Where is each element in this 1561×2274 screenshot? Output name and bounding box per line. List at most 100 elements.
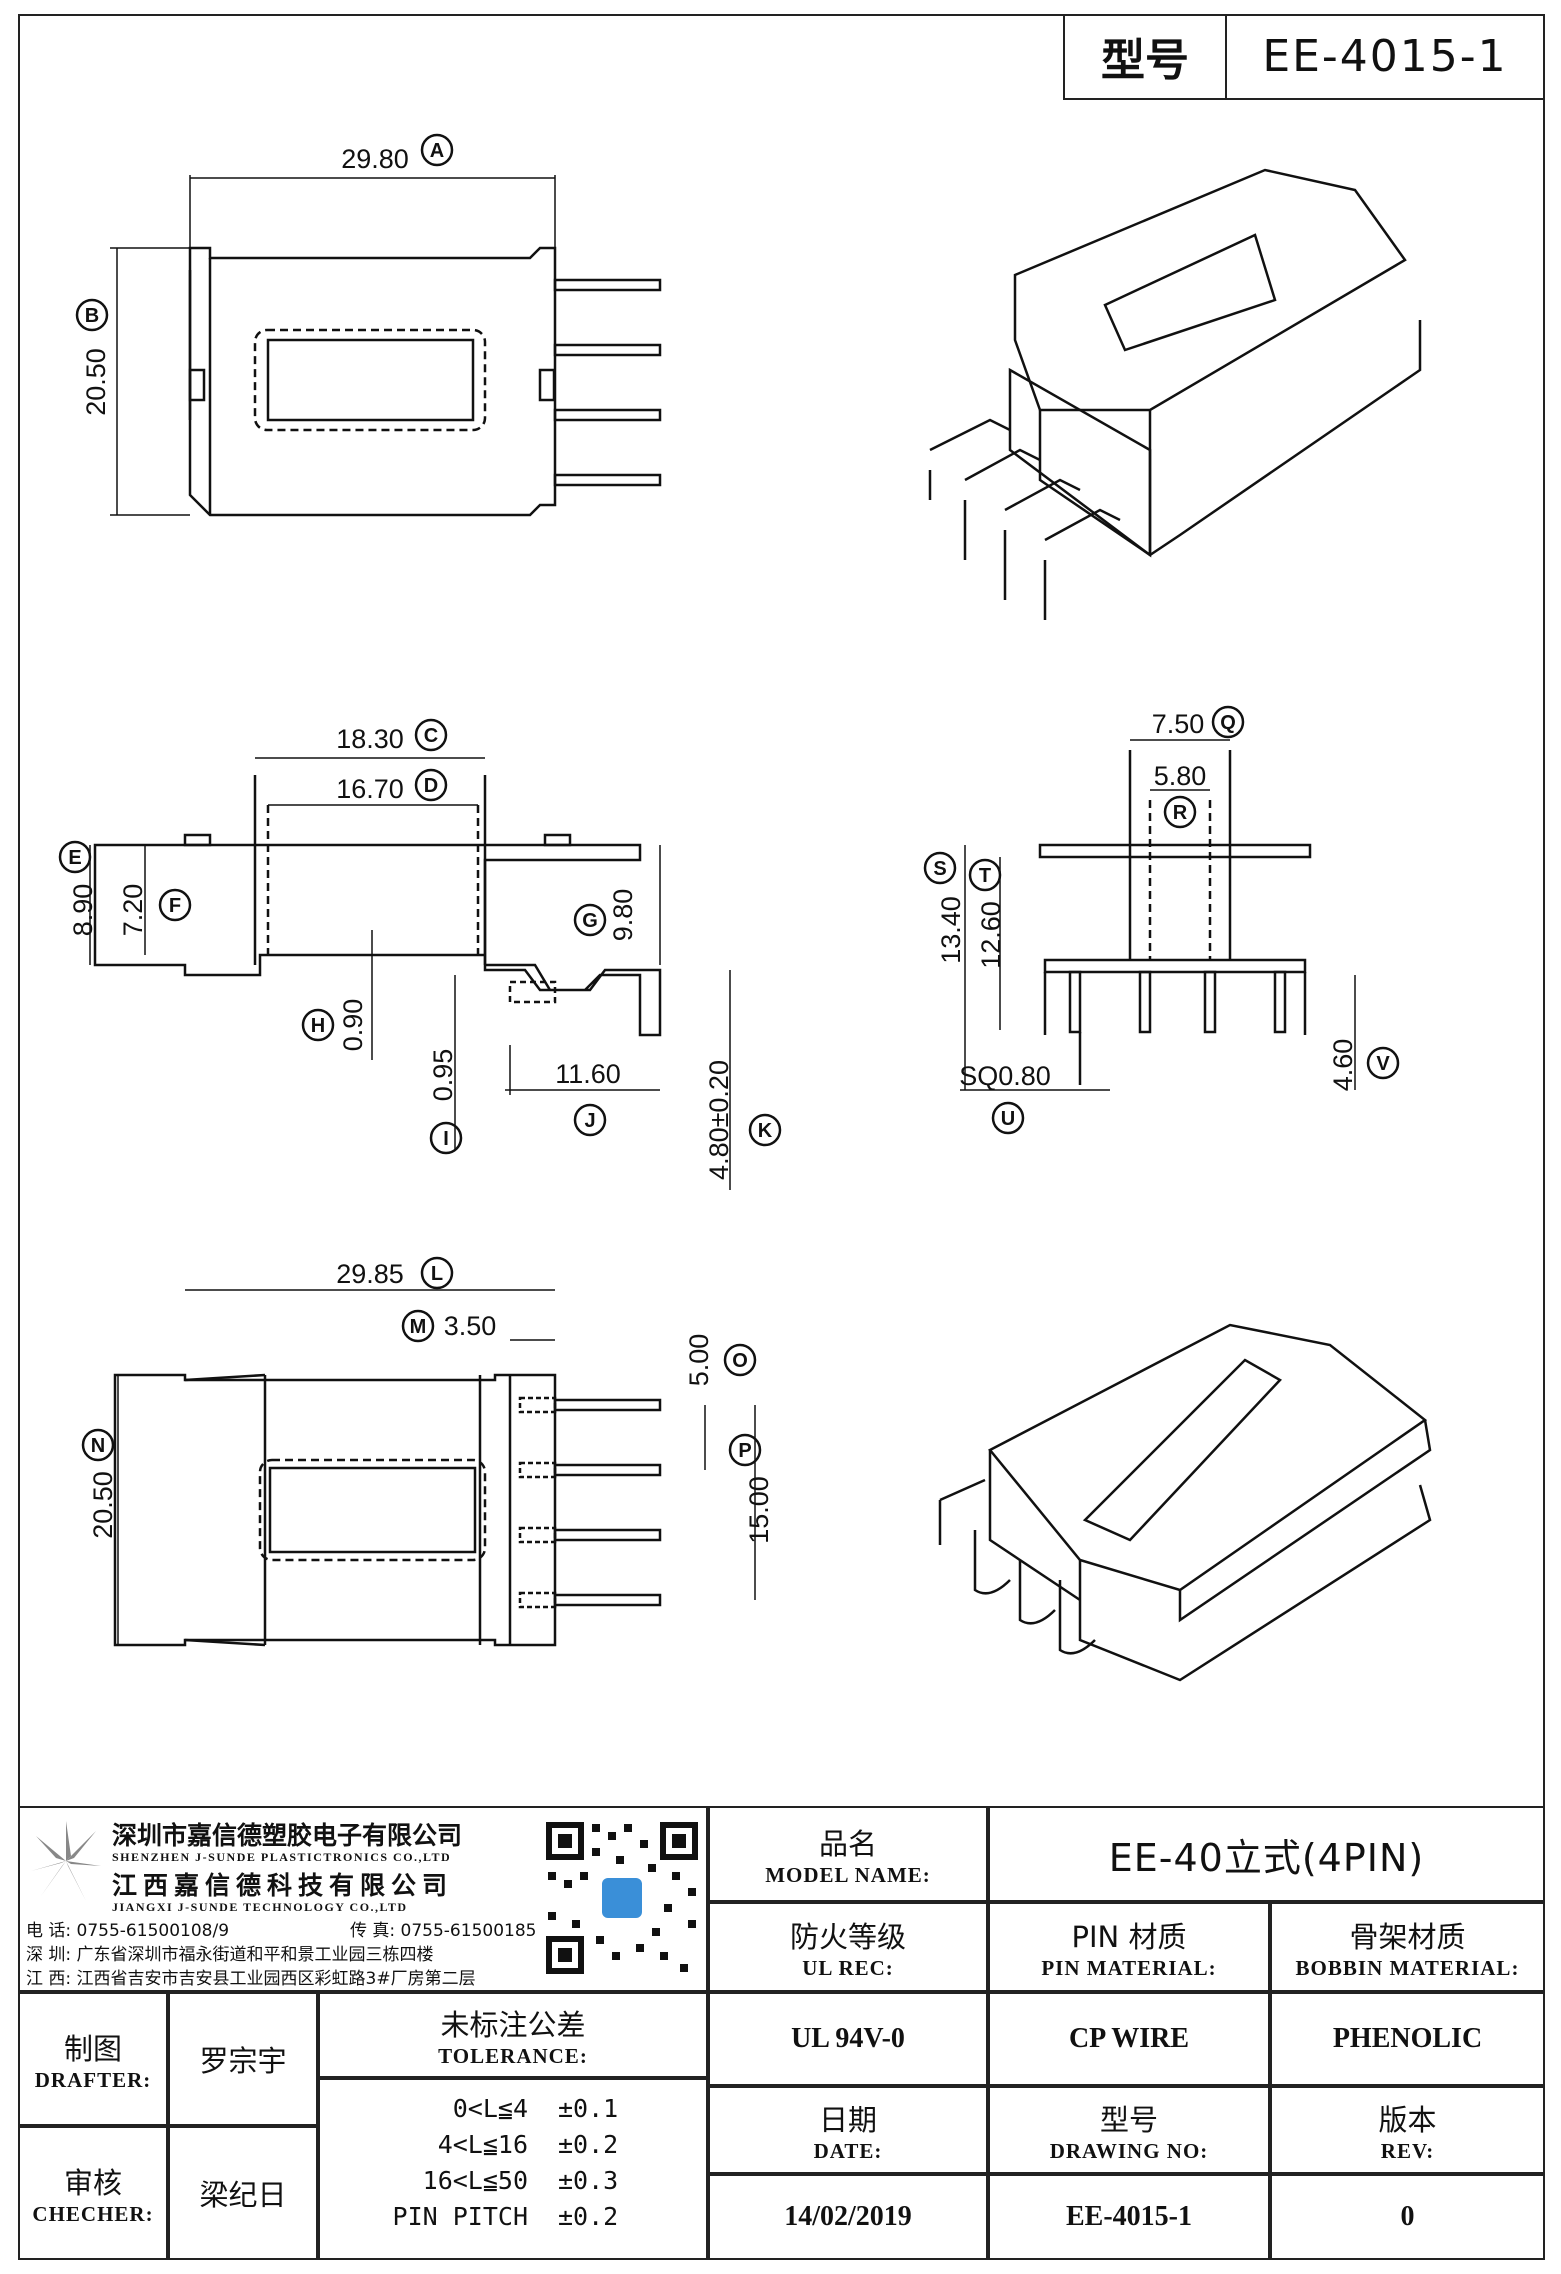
bobbin-label-cell: 骨架材质 BOBBIN MATERIAL:: [1270, 1902, 1545, 1992]
tolerance-value-2: ±0.3: [558, 2166, 619, 2195]
dim-n: 20.50: [88, 1471, 118, 1539]
svg-text:S: S: [933, 858, 946, 880]
tolerance-en: TOLERANCE:: [438, 2043, 588, 2068]
svg-text:B: B: [85, 305, 99, 327]
company-address-shenzhen: 深 圳: 广东省深圳市福永街道和平和景工业园三栋四楼: [26, 1945, 434, 1965]
isometric-view-bottom: [938, 1323, 1432, 1682]
tolerance-cn: 未标注公差: [440, 2007, 586, 2042]
date-en: DATE:: [813, 2138, 883, 2163]
title-block: 深圳市嘉信德塑胶电子有限公司 SHENZHEN J-SUNDE PLASTICT…: [18, 1806, 1545, 2260]
model-name-value: EE-40立式(4PIN): [1108, 1835, 1425, 1880]
svg-text:O: O: [732, 1350, 748, 1372]
svg-text:E: E: [68, 847, 81, 869]
svg-text:R: R: [1173, 802, 1188, 824]
dim-e: 8.90: [68, 884, 98, 937]
bobbin-value-cell: PHENOLIC: [1270, 1992, 1545, 2086]
pin-value: CP WIRE: [1068, 2023, 1190, 2054]
company-name-en-2: JIANGXI J-SUNDE TECHNOLOGY CO.,LTD: [112, 1900, 408, 1914]
svg-text:H: H: [311, 1015, 325, 1037]
company-phone: 电 话: 0755-61500108/9: [26, 1921, 230, 1941]
date-cn: 日期: [818, 2102, 877, 2137]
checker-en: CHECHER:: [32, 2201, 154, 2226]
checker-value-cell: 梁纪日: [168, 2126, 318, 2260]
dim-r: 5.80: [1154, 761, 1207, 791]
drawing-cn: 型号: [1099, 2102, 1158, 2137]
svg-text:G: G: [582, 910, 598, 932]
side-view: [960, 739, 1356, 1091]
rev-cn: 版本: [1378, 2102, 1437, 2137]
svg-text:J: J: [584, 1110, 595, 1132]
drawing-no-value-cell: EE-4015-1: [988, 2174, 1270, 2260]
company-address-jiangxi: 江 西: 江西省吉安市吉安县工业园西区彩虹路3#厂房第二层: [26, 1969, 476, 1989]
dim-t: 12.60: [976, 901, 1006, 969]
svg-text:C: C: [424, 725, 438, 747]
svg-text:I: I: [443, 1128, 449, 1150]
bottom-view: [113, 1289, 756, 1647]
tolerance-range-0: 0<L≦4: [452, 2094, 528, 2123]
bobbin-en: BOBBIN MATERIAL:: [1295, 1955, 1520, 1980]
bobbin-value: PHENOLIC: [1332, 2023, 1483, 2054]
tolerance-label-cell: 未标注公差 TOLERANCE:: [318, 1992, 708, 2078]
date-value: 14/02/2019: [784, 2201, 912, 2232]
dim-a: 29.80: [341, 144, 409, 174]
ul-en: UL REC:: [802, 1955, 894, 1980]
technical-drawing: AB CD EF GH IJ KL MN OP QR ST UV 29.80 2…: [58, 133, 1432, 1682]
rev-value: 0: [1400, 2201, 1415, 2232]
dim-u: SQ0.80: [959, 1061, 1051, 1091]
tolerance-table: [318, 2078, 708, 2260]
isometric-view-top: [928, 168, 1422, 620]
bobbin-cn: 骨架材质: [1349, 1919, 1466, 1954]
model-label: 型号: [1065, 14, 1227, 98]
dim-v: 4.60: [1328, 1039, 1358, 1092]
svg-text:V: V: [1376, 1053, 1390, 1075]
company-info: 深圳市嘉信德塑胶电子有限公司 SHENZHEN J-SUNDE PLASTICT…: [18, 1806, 708, 1992]
svg-text:T: T: [979, 865, 991, 887]
drafter-en: DRAFTER:: [34, 2067, 152, 2092]
date-label-cell: 日期 DATE:: [708, 2086, 988, 2174]
ul-value: UL 94V-0: [791, 2023, 905, 2054]
tolerance-range-3: PIN PITCH: [392, 2202, 528, 2231]
drafter-value-cell: 罗宗宇: [168, 1992, 318, 2126]
company-name-1: 深圳市嘉信德塑胶电子有限公司: [112, 1821, 463, 1850]
dim-f: 7.20: [118, 884, 148, 937]
pin-cn: PIN 材质: [1071, 1919, 1187, 1954]
pin-en: PIN MATERIAL:: [1041, 1955, 1217, 1980]
dim-l: 29.85: [336, 1259, 404, 1289]
dim-i: 0.95: [428, 1049, 458, 1102]
tolerance-range-1: 4<L≦16: [437, 2130, 528, 2159]
tolerance-range-2: 16<L≦50: [422, 2166, 528, 2195]
rev-label-cell: 版本 REV:: [1270, 2086, 1545, 2174]
svg-text:L: L: [431, 1263, 443, 1285]
drafter-label-cell: 制图 DRAFTER:: [18, 1992, 168, 2126]
ul-label-cell: 防火等级 UL REC:: [708, 1902, 988, 1992]
ul-cn: 防火等级: [789, 1919, 906, 1954]
dim-q: 7.50: [1152, 709, 1205, 739]
pin-label-cell: PIN 材质 PIN MATERIAL:: [988, 1902, 1270, 1992]
drafter-value: 罗宗宇: [199, 2044, 287, 2078]
dim-g: 9.80: [608, 889, 638, 942]
rev-value-cell: 0: [1270, 2174, 1545, 2260]
dim-k: 4.80±0.20: [704, 1060, 734, 1180]
model-name-label-cell: 品名 MODEL NAME:: [708, 1806, 988, 1902]
dim-d: 16.70: [336, 774, 404, 804]
dim-b: 20.50: [81, 348, 111, 416]
svg-text:A: A: [430, 140, 444, 162]
svg-text:Q: Q: [1220, 712, 1236, 734]
dim-c: 18.30: [336, 724, 404, 754]
pin-value-cell: CP WIRE: [988, 1992, 1270, 2086]
model-name-en: MODEL NAME:: [765, 1862, 931, 1887]
svg-text:D: D: [424, 775, 438, 797]
svg-text:K: K: [758, 1120, 773, 1142]
dim-o: 5.00: [684, 1334, 714, 1387]
dim-p: 15.00: [744, 1476, 774, 1544]
drawing-value: EE-4015-1: [1066, 2201, 1192, 2232]
svg-text:F: F: [169, 895, 181, 917]
checker-cn: 审核: [63, 2165, 122, 2200]
svg-text:M: M: [410, 1316, 427, 1338]
dim-j: 11.60: [555, 1059, 621, 1089]
tolerance-value-1: ±0.2: [558, 2130, 619, 2159]
date-value-cell: 14/02/2019: [708, 2174, 988, 2260]
checker-label-cell: 审核 CHECHER:: [18, 2126, 168, 2260]
svg-text:P: P: [738, 1440, 751, 1462]
dim-m: 3.50: [444, 1311, 497, 1341]
